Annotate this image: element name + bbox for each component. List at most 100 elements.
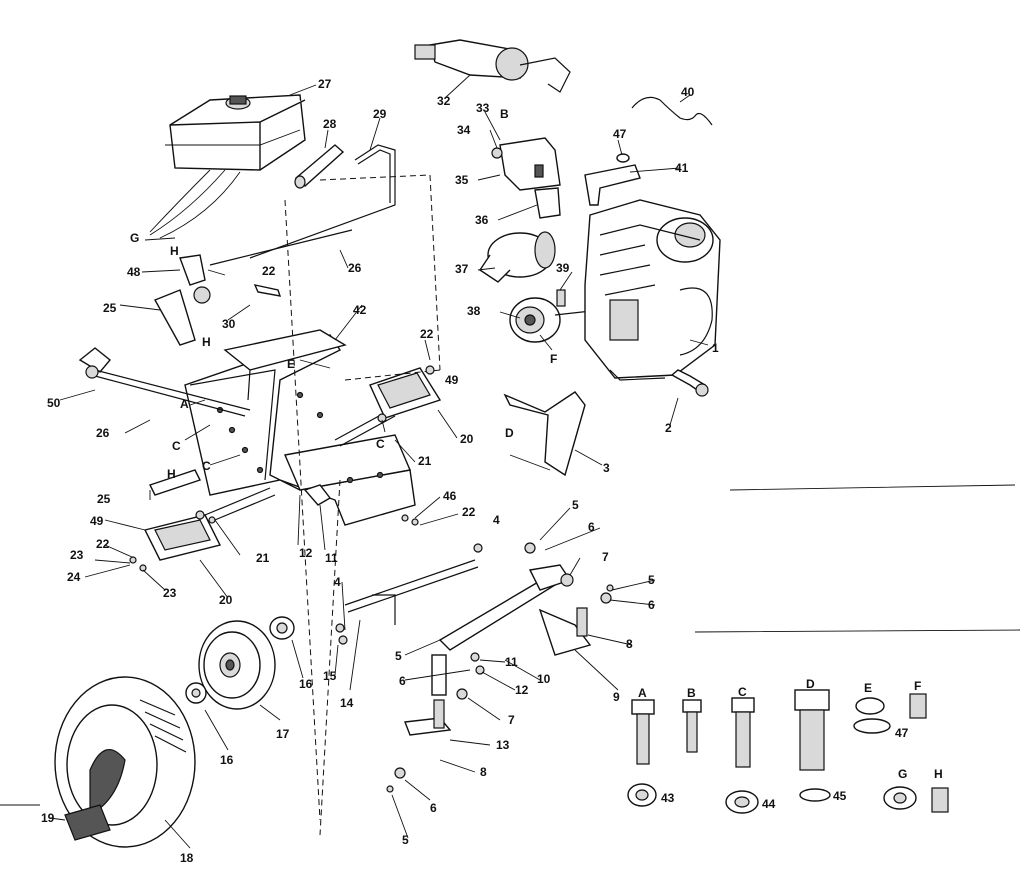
shift-rod: [209, 229, 353, 266]
label-4-left: 4: [334, 575, 341, 589]
label-40: 40: [681, 85, 695, 99]
label-H-middle: H: [202, 335, 211, 349]
label-22-right: 22: [462, 505, 476, 519]
label-21-left: 21: [256, 551, 270, 565]
air-cleaner: [479, 231, 556, 283]
label-B: B: [500, 107, 509, 121]
label-23-left: 23: [70, 548, 84, 562]
engine: [584, 199, 721, 381]
label-21-right: 21: [418, 454, 432, 468]
label-22-upper: 22: [262, 264, 276, 278]
label-37: 37: [455, 262, 469, 276]
label-50: 50: [47, 396, 61, 410]
bolt-A: [631, 699, 655, 765]
label-5-b: 5: [648, 573, 655, 587]
foot-plate-left: [143, 514, 222, 561]
bolt-D: [794, 689, 830, 771]
hinge-bracket-lower: [149, 469, 201, 496]
label-14: 14: [340, 696, 354, 710]
key-label-A: A: [638, 686, 647, 700]
label-6-a: 6: [588, 520, 595, 534]
throttle-bracket: [503, 391, 586, 477]
nut-E: [853, 697, 891, 734]
key-label-E: E: [864, 681, 872, 695]
key-label-C: C: [738, 685, 747, 699]
shift-lever: [78, 347, 251, 417]
label-29: 29: [373, 107, 387, 121]
pin: [556, 289, 566, 307]
label-13: 13: [496, 738, 510, 752]
label-9: 9: [613, 690, 620, 704]
label-8-right: 8: [626, 637, 633, 651]
fuel-tank: [149, 94, 306, 239]
label-11-right: 11: [505, 655, 518, 669]
nut-G: [883, 786, 917, 810]
label-H-upper: H: [170, 244, 179, 258]
spring-H: [931, 787, 949, 813]
drive-pulley: [509, 297, 601, 343]
label-3: 3: [603, 461, 610, 475]
label-30: 30: [222, 317, 236, 331]
main-frame: [184, 329, 416, 526]
label-22-left: 22: [96, 537, 110, 551]
label-34: 34: [457, 123, 471, 137]
spark-plug: [670, 369, 709, 397]
axle-rod: [204, 487, 276, 523]
label-4-right: 4: [493, 513, 500, 527]
king-pin-right: [538, 607, 592, 656]
label-25-lower: 25: [97, 492, 111, 506]
key-label-D: D: [806, 677, 815, 691]
label-49-right: 49: [445, 373, 459, 387]
label-D: D: [505, 426, 514, 440]
label-47-key: 47: [895, 726, 909, 740]
label-18: 18: [180, 851, 194, 865]
bolt-C: [731, 697, 755, 768]
label-24: 24: [67, 570, 81, 584]
tire-valve: [64, 804, 111, 841]
callout-labels: 27 28 29 32 33 B 34 35 36 37 38 39 40 41…: [41, 77, 943, 865]
label-16-lower: 16: [220, 753, 234, 767]
washer: [616, 153, 630, 163]
key-label-H: H: [934, 767, 943, 781]
nut-44: [725, 790, 759, 814]
label-5-lower: 5: [402, 833, 409, 847]
wheel-bearing-16-lower: [185, 682, 207, 704]
label-1: 1: [712, 341, 719, 355]
bracket-clip: [534, 187, 561, 219]
label-32: 32: [437, 94, 451, 108]
label-39: 39: [556, 261, 570, 275]
label-12-left: 12: [299, 546, 313, 560]
label-7-lower: 7: [508, 713, 515, 727]
wheel-bearing-16-upper: [269, 616, 295, 640]
label-33: 33: [476, 101, 490, 115]
bolt-B: [682, 699, 702, 753]
label-19: 19: [41, 811, 55, 825]
engine-bracket: [584, 164, 641, 206]
label-25-upper: 25: [103, 301, 117, 315]
mounting-bracket: [491, 137, 561, 191]
brake-rod: [344, 559, 479, 625]
nut-43: [627, 783, 657, 807]
label-6-lower: 6: [430, 801, 437, 815]
label-20-left: 20: [219, 593, 233, 607]
label-43: 43: [661, 791, 675, 805]
label-5-mid: 5: [395, 649, 402, 663]
label-48: 48: [127, 265, 141, 279]
label-23-right: 23: [163, 586, 177, 600]
wire: [631, 96, 713, 126]
fuel-line-tube: [294, 144, 345, 189]
label-38: 38: [467, 304, 481, 318]
hinge-bracket-upper: [154, 254, 211, 346]
label-16-upper: 16: [299, 677, 313, 691]
label-22-mid: 22: [420, 327, 434, 341]
label-A: A: [180, 397, 189, 411]
label-6-b: 6: [648, 598, 655, 612]
label-26-upper: 26: [348, 261, 362, 275]
label-6-mid: 6: [399, 674, 406, 688]
label-45: 45: [833, 789, 847, 803]
label-5-a: 5: [572, 498, 579, 512]
label-20-right: 20: [460, 432, 474, 446]
label-46: 46: [443, 489, 457, 503]
label-26-lower: 26: [96, 426, 110, 440]
